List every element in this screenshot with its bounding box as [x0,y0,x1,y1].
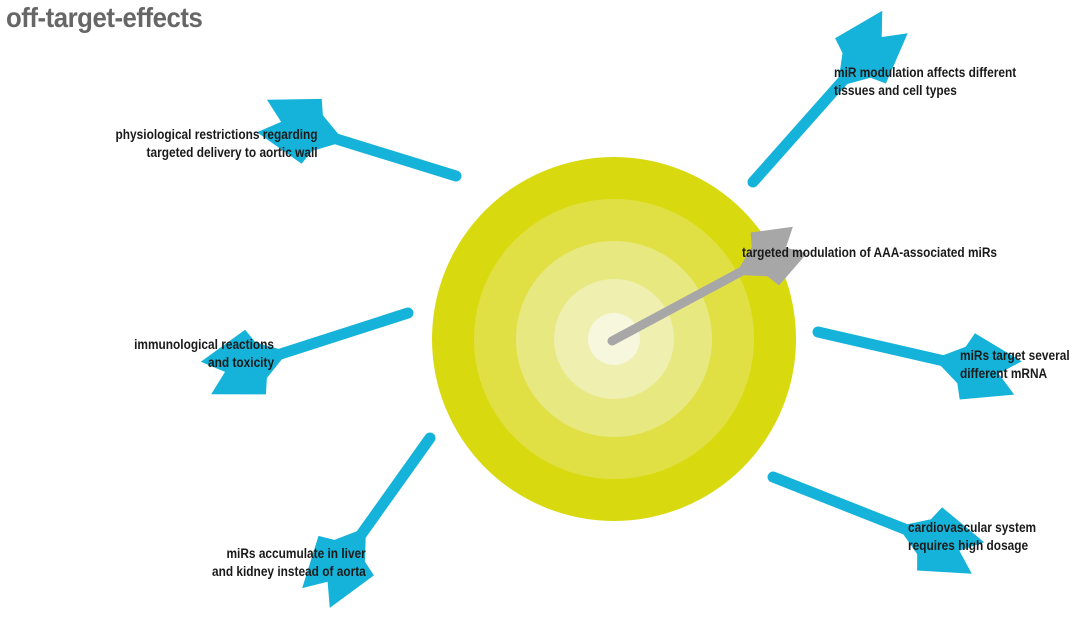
arrow-tissues-fletching [835,10,908,85]
label-accumulate: miRs accumulate in liver and kidney inst… [212,546,366,579]
center-arrow [607,226,808,346]
center-arrow-shaft [607,260,759,346]
arrow-several-mrna-shaft [812,326,962,370]
arrow-dosage [767,471,985,574]
arrow-physiological-shaft [317,129,462,182]
diagram-title: off-target-effects [6,2,203,33]
label-physiological: physiological restrictions regarding tar… [115,127,318,160]
arrow-accumulate-fletching [302,531,374,608]
label-immunological: immunological reactions and toxicity [134,337,274,370]
arrow-accumulate-shaft [347,432,436,552]
arrow-accumulate [302,432,436,608]
arrow-immunological [200,307,414,395]
label-tissues: miR modulation affects different tissues… [834,65,1017,98]
arrow-tissues-shaft [747,64,859,188]
label-several-mrna: miRs target several different mRNA [960,348,1070,381]
arrow-dosage-fletching [903,507,985,574]
center-arrow-fletching [739,226,808,286]
arrow-several-mrna-fletching [940,333,1022,400]
arrow-dosage-shaft [767,471,924,540]
arrow-several-mrna [812,326,1022,400]
arrow-tissues [747,10,908,188]
label-dosage: cardiovascular system requires high dosa… [908,520,1037,553]
center-arrow-label: targeted modulation of AAA-associated mi… [742,245,998,260]
arrow-physiological [257,98,462,182]
arrows-layer [200,10,1022,608]
arrow-immunological-fletching [200,329,282,395]
arrow-physiological-fletching [257,98,339,164]
arrow-immunological-shaft [261,307,414,364]
